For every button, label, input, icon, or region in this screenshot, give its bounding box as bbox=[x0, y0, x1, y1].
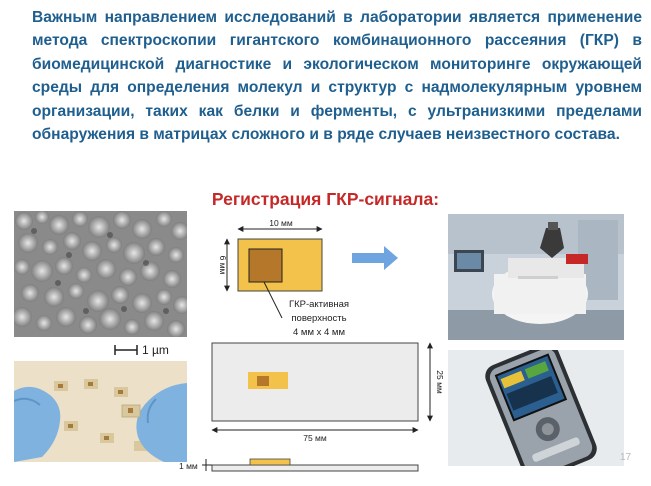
scale-bar-label: 1 µm bbox=[142, 343, 169, 357]
substrate-side-view bbox=[249, 458, 291, 466]
active-label-line2: поверхность bbox=[291, 313, 346, 324]
dim-label-25mm: 25 мм bbox=[435, 370, 445, 394]
slide-active-area bbox=[257, 376, 269, 386]
callout-line-top bbox=[263, 281, 283, 319]
dim-label-1mm: 1 мм bbox=[179, 461, 198, 471]
glass-slide bbox=[211, 342, 419, 422]
gloved-hands-photo bbox=[14, 361, 187, 462]
section-subheading: Регистрация ГКР-сигнала: bbox=[211, 189, 440, 209]
page-number: 17 bbox=[620, 452, 632, 463]
raman-spectrometer-photo bbox=[448, 214, 624, 340]
active-label-line1: ГКР-активная bbox=[289, 299, 349, 310]
process-arrow-icon bbox=[352, 246, 398, 270]
slide-side-view bbox=[211, 464, 419, 472]
dim-label-10mm: 10 мм bbox=[269, 218, 293, 228]
description-paragraph: Важным направлением исследований в лабор… bbox=[32, 9, 642, 144]
dim-label-6mm: 6 мм bbox=[218, 256, 228, 275]
handheld-device-photo bbox=[448, 350, 624, 466]
dim-label-75mm: 75 мм bbox=[303, 433, 327, 443]
active-label-line3: 4 мм х 4 мм bbox=[293, 327, 345, 338]
sem-micrograph bbox=[14, 211, 187, 337]
active-area-square bbox=[248, 248, 283, 283]
